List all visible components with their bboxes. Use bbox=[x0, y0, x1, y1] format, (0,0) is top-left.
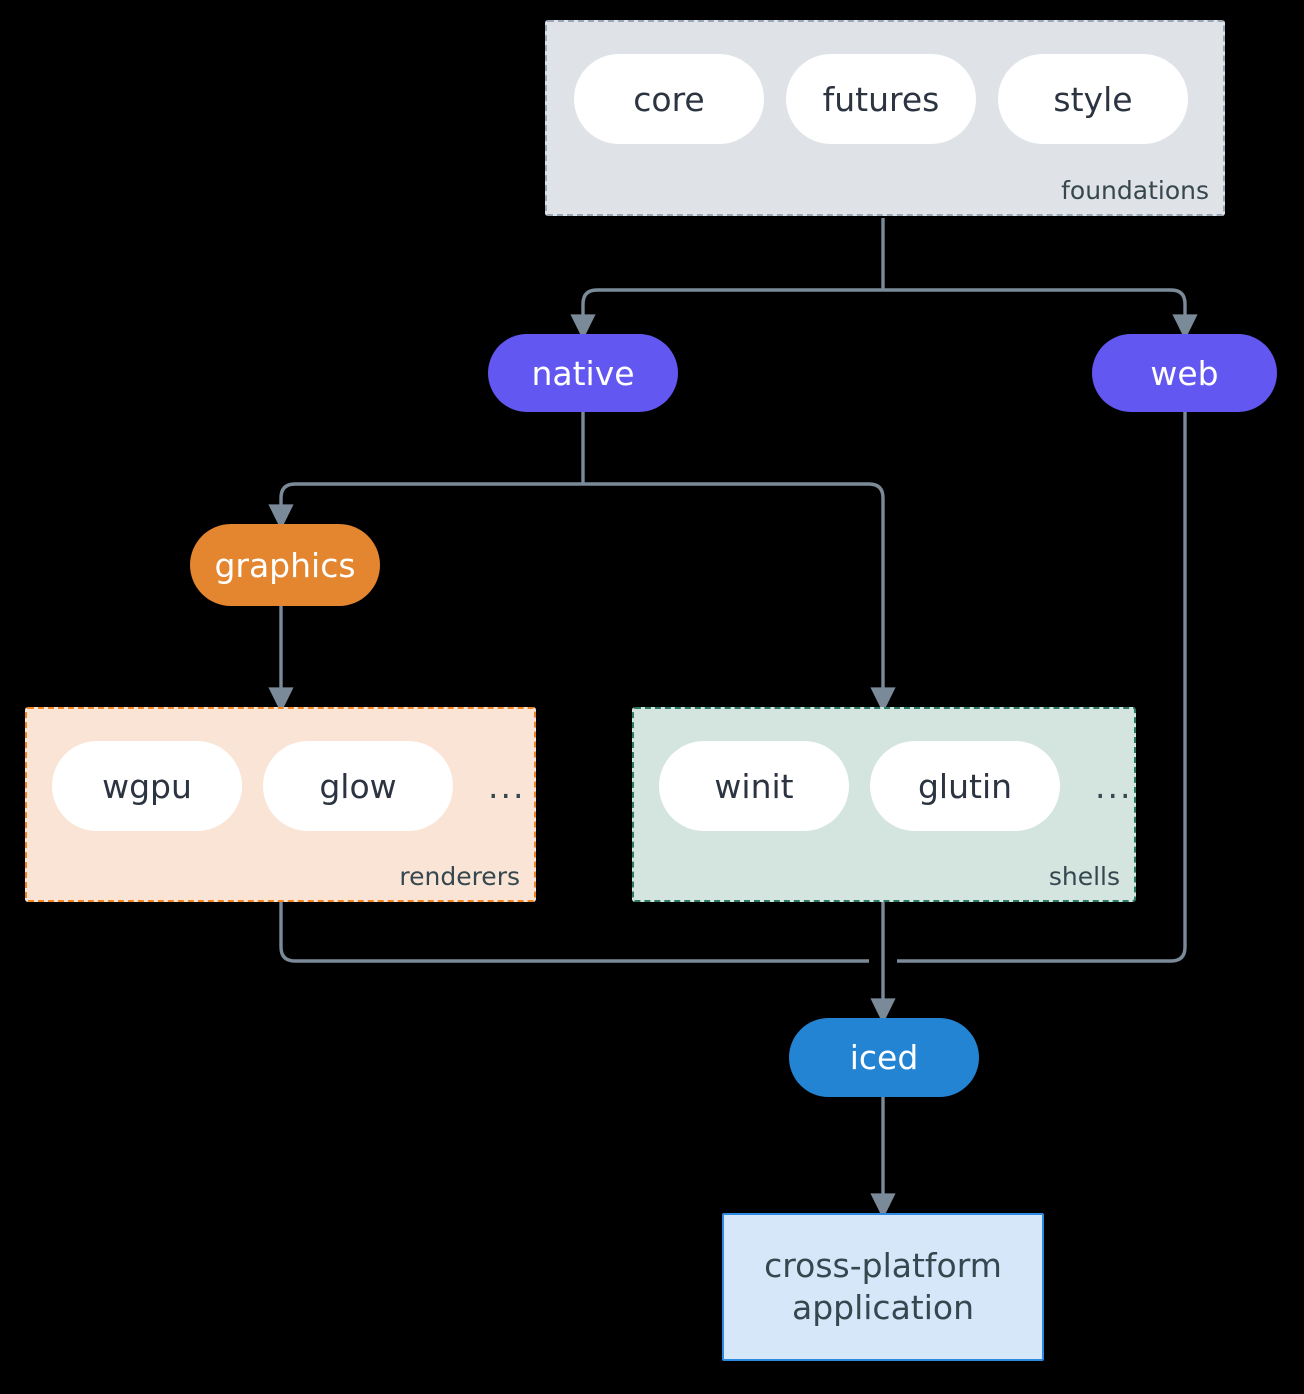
edge-renderers-to-iced bbox=[279, 902, 869, 963]
foundations-item-core[interactable]: core bbox=[574, 54, 764, 144]
renderers-item-glow[interactable]: glow bbox=[263, 741, 453, 831]
foundations-item-style[interactable]: style bbox=[998, 54, 1188, 144]
edge-native-to-shells bbox=[583, 482, 896, 713]
group-label-renderers: renderers bbox=[399, 862, 520, 891]
node-iced[interactable]: iced bbox=[789, 1018, 979, 1097]
group-label-foundations: foundations bbox=[1061, 176, 1209, 205]
shells-item-row: winit glutin ... bbox=[659, 741, 1132, 831]
node-graphics[interactable]: graphics bbox=[190, 524, 380, 606]
renderers-item-wgpu[interactable]: wgpu bbox=[52, 741, 242, 831]
node-native[interactable]: native bbox=[488, 334, 678, 412]
shells-item-winit[interactable]: winit bbox=[659, 741, 849, 831]
group-label-shells: shells bbox=[1048, 862, 1120, 891]
shells-ellipsis: ... bbox=[1095, 766, 1133, 806]
renderers-ellipsis: ... bbox=[488, 766, 526, 806]
edge-foundations-to-web bbox=[883, 288, 1198, 340]
foundations-item-futures[interactable]: futures bbox=[786, 54, 976, 144]
foundations-item-row: core futures style bbox=[574, 54, 1188, 144]
group-foundations: core futures style foundations bbox=[545, 20, 1225, 216]
node-cross-platform-application[interactable]: cross-platform application bbox=[722, 1213, 1044, 1361]
group-shells: winit glutin ... shells bbox=[632, 707, 1136, 902]
group-renderers: wgpu glow ... renderers bbox=[25, 707, 536, 902]
edge-foundations-to-native bbox=[570, 288, 883, 340]
edge-native-to-graphics bbox=[268, 482, 583, 530]
node-web[interactable]: web bbox=[1092, 334, 1277, 412]
application-label-line2: application bbox=[791, 1288, 975, 1327]
application-label-line1: cross-platform bbox=[764, 1245, 1002, 1285]
shells-item-glutin[interactable]: glutin bbox=[870, 741, 1060, 831]
renderers-item-row: wgpu glow ... bbox=[52, 741, 525, 831]
